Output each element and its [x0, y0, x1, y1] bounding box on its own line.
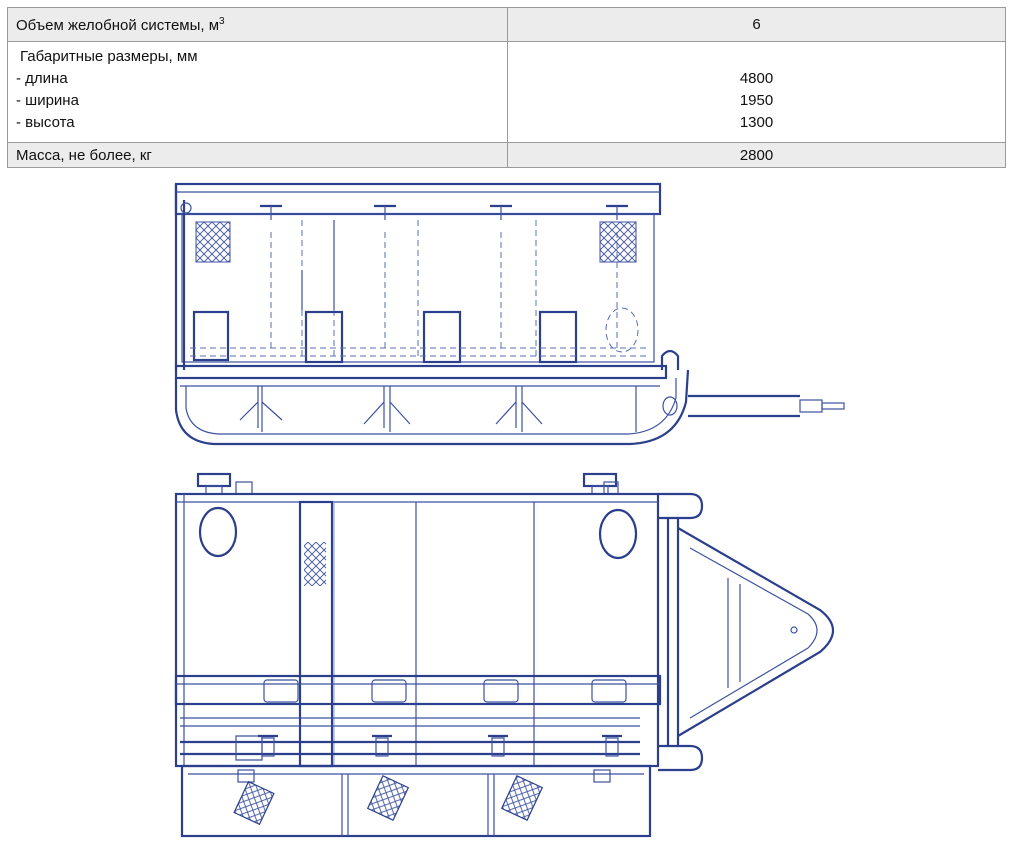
- volume-label: Объем желобной системы, м: [16, 16, 220, 34]
- pipe-top: [658, 492, 704, 520]
- technical-drawing: [174, 182, 845, 838]
- dimensions-title: Габаритные размеры, мм: [20, 48, 198, 65]
- width-value: 1950: [739, 92, 774, 109]
- pipe-bottom: [658, 744, 704, 772]
- side-hitch: [660, 349, 845, 418]
- mass-label: Масса, не более, кг: [7, 142, 508, 168]
- side-hatch-3: [422, 310, 462, 364]
- volume-label-cell: Объем желобной системы, м3: [7, 7, 508, 42]
- manhole-right: [598, 508, 638, 560]
- skid-grates: [233, 774, 544, 826]
- volume-row: Объем желобной системы, м3 6: [7, 7, 1006, 42]
- height-label: - высота: [16, 114, 75, 131]
- dimensions-values-cell: 4800 1950 1300: [507, 41, 1006, 143]
- hatched-panel-left: [195, 221, 231, 263]
- skid-runner: [174, 369, 690, 446]
- width-label: - ширина: [16, 92, 79, 109]
- manhole-left: [198, 506, 238, 558]
- plan-walkway: [174, 674, 662, 706]
- hatched-panel-right: [599, 221, 637, 263]
- dimensions-label-cell: Габаритные размеры, мм - длина - ширина …: [7, 41, 508, 143]
- mass-row: Масса, не более, кг 2800: [7, 142, 1006, 168]
- plan-skid: [180, 764, 652, 838]
- plan-valves: [258, 734, 622, 757]
- volume-unit-sup: 3: [219, 15, 225, 27]
- plan-view: [174, 472, 835, 838]
- plan-tank: [174, 492, 660, 768]
- frame-braces: [239, 386, 637, 432]
- side-hatch-1: [192, 310, 230, 362]
- side-hatch-4: [538, 310, 578, 364]
- side-view: [174, 182, 845, 446]
- spec-table: Объем желобной системы, м3 6 Габаритные …: [7, 7, 1006, 168]
- valve-handles: [260, 204, 628, 350]
- drawbar-frame: [666, 518, 835, 746]
- mass-value: 2800: [507, 142, 1006, 168]
- length-label: - длина: [16, 70, 68, 87]
- volume-value: 6: [507, 7, 1006, 42]
- length-value: 4800: [739, 70, 774, 87]
- side-hatch-2: [304, 310, 344, 364]
- grate-plates: [263, 679, 627, 703]
- dimensions-row: Габаритные размеры, мм - длина - ширина …: [7, 41, 1006, 143]
- height-value: 1300: [739, 114, 774, 131]
